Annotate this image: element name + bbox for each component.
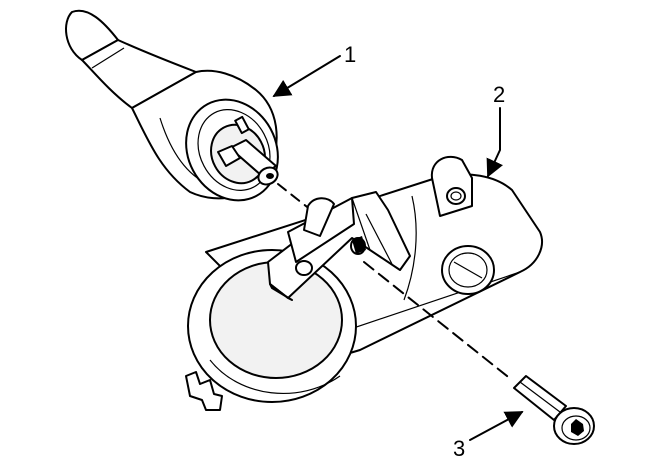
callout-number-3: 3	[453, 436, 466, 461]
valve-stem	[65, 9, 279, 202]
leader-arrow-3	[469, 411, 524, 441]
leader-arrow-1	[272, 55, 341, 97]
leader-arrow-2	[486, 107, 503, 178]
callout-number-1: 1	[344, 42, 357, 67]
retaining-screw	[513, 375, 595, 445]
callout-number-2: 2	[493, 82, 506, 107]
alignment-line-screw	[363, 261, 513, 381]
tpms-sensor	[185, 155, 543, 411]
